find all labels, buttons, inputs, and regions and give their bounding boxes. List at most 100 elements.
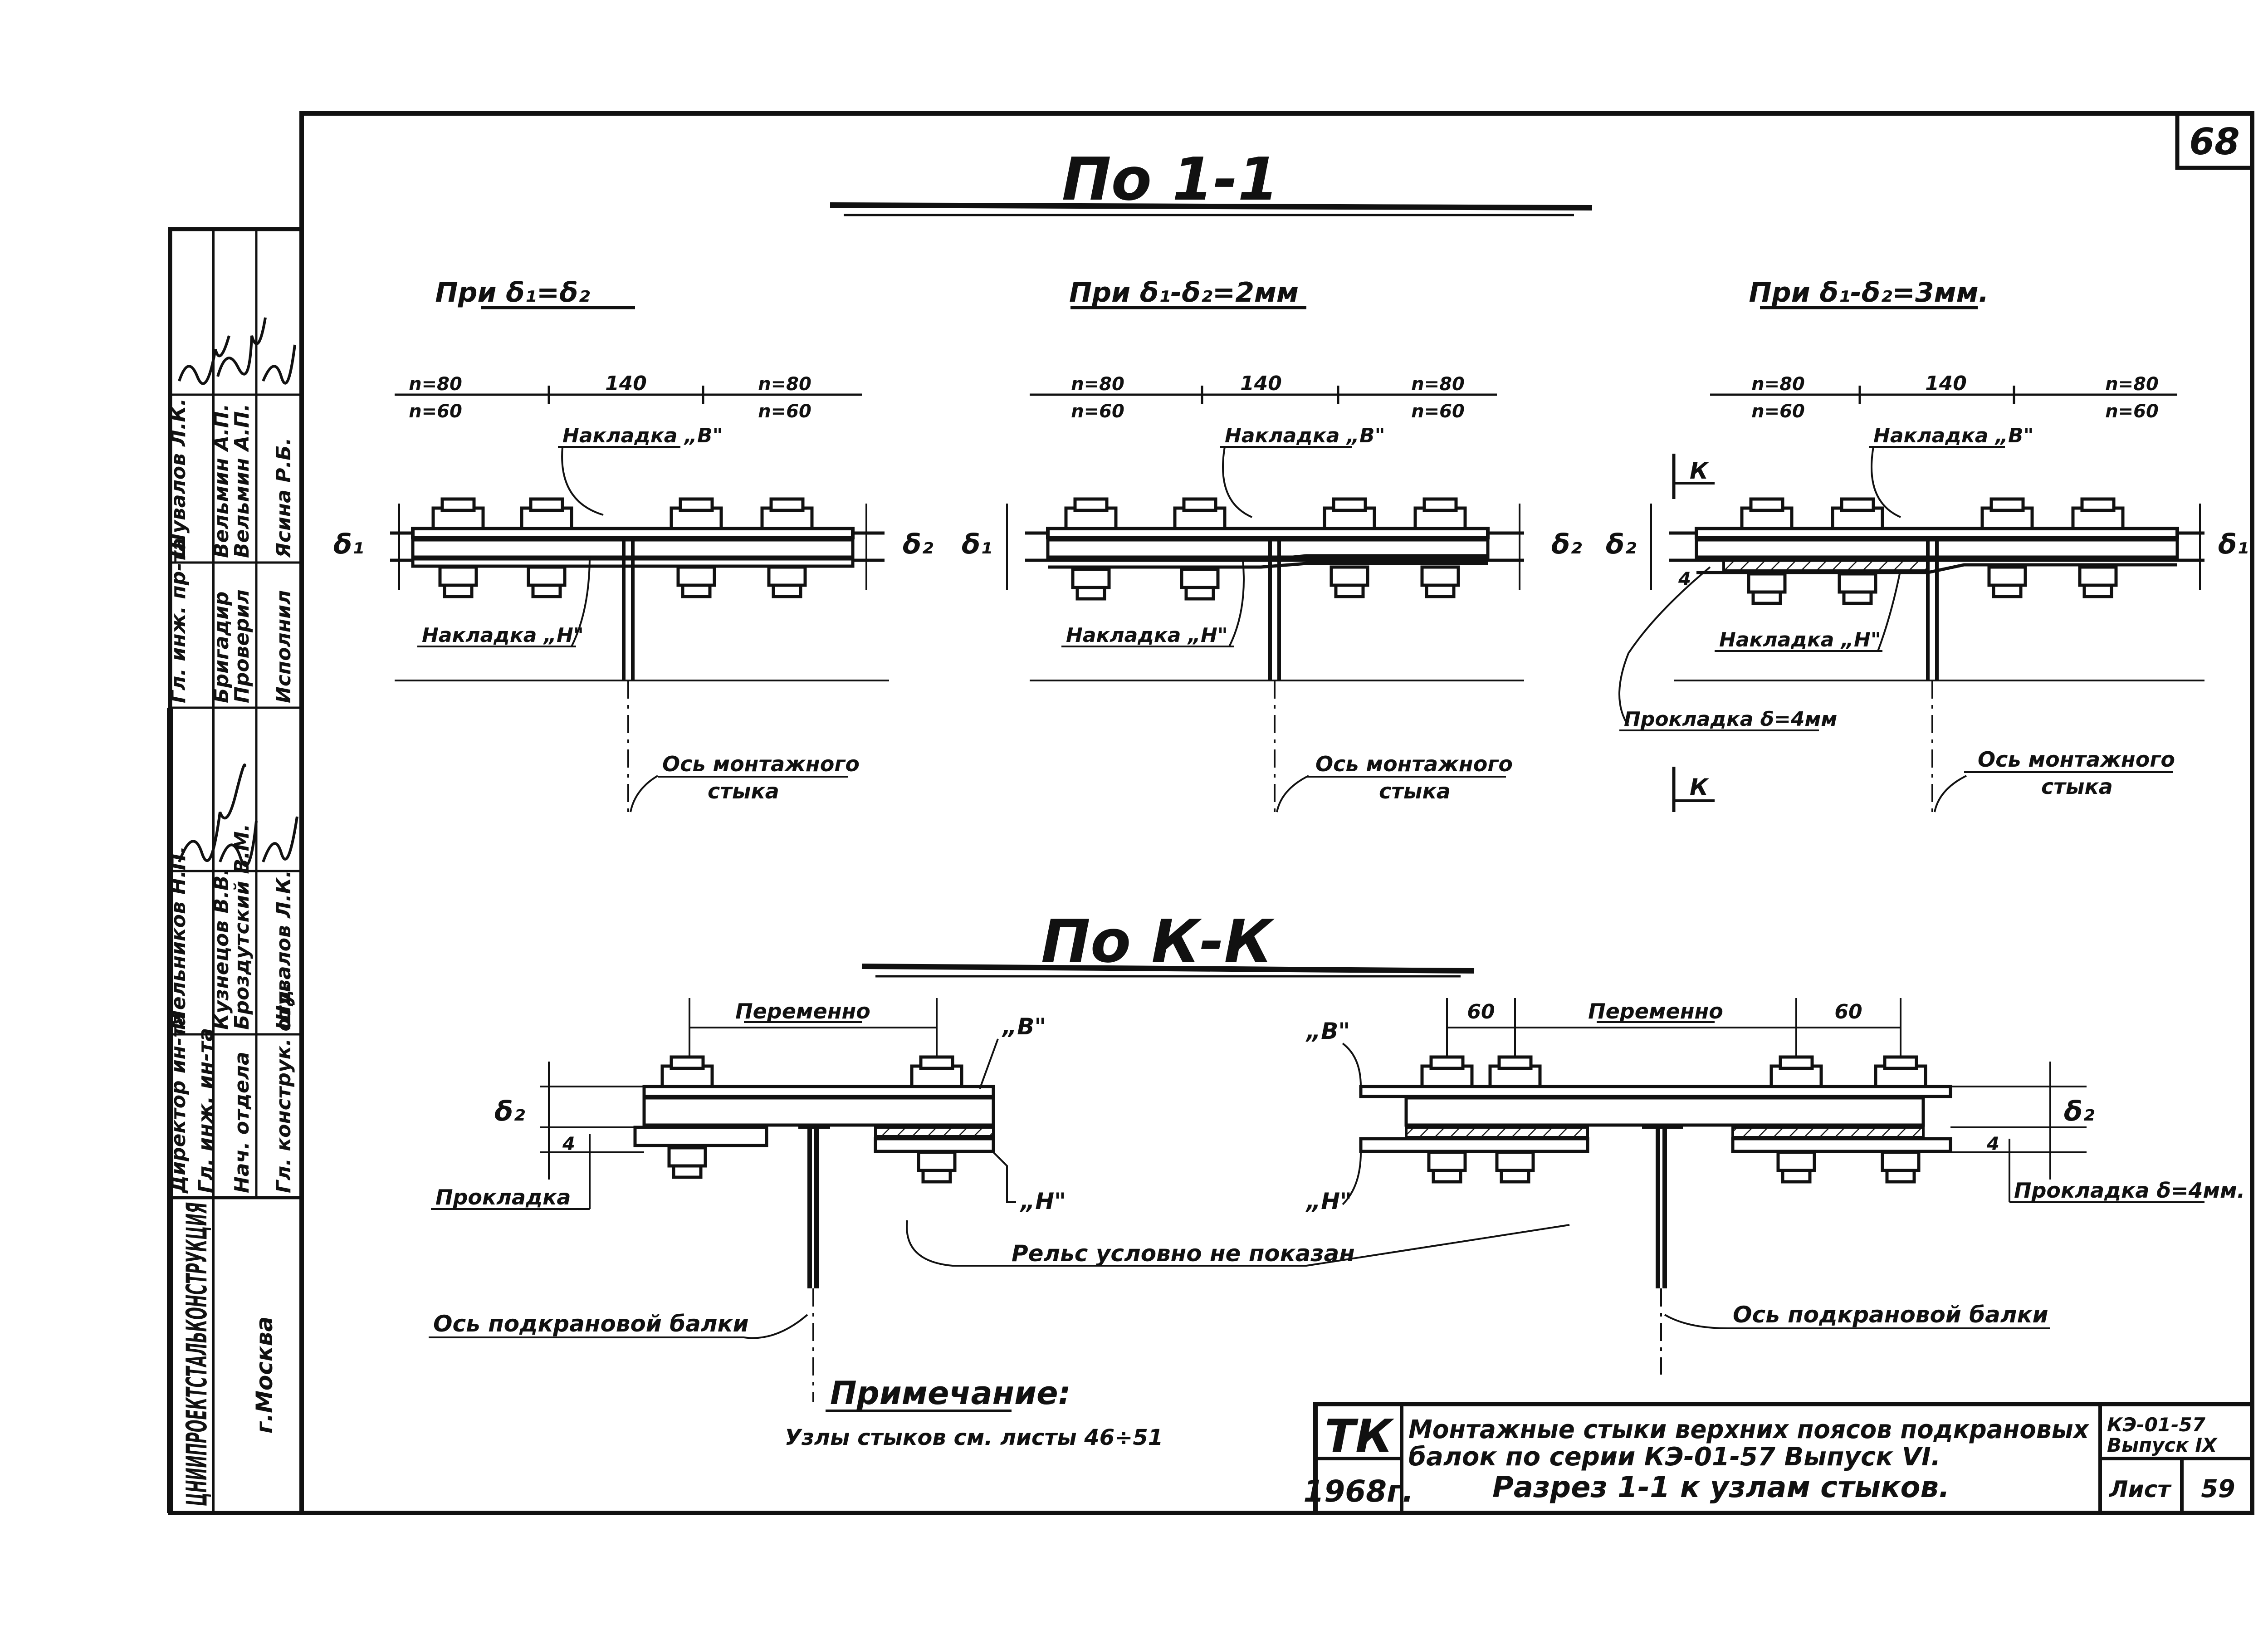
variant-3-dim-rb: n=60 <box>2105 401 2159 422</box>
variant-1-dim-mid: 140 <box>605 372 647 395</box>
note-heading: Примечание: <box>830 1375 1071 1412</box>
variant-2-dim-rb: n=60 <box>1411 401 1465 422</box>
variant-2-dim-rt: n=80 <box>1411 374 1465 395</box>
title-block-series: КЭ-01-57 <box>2107 1414 2206 1436</box>
variant-3-thk-right: δ₁ <box>2218 529 2249 560</box>
variant-1-thk-right: δ₂ <box>903 529 934 560</box>
note-text: Узлы стыков см. листы 46÷51 <box>785 1425 1163 1450</box>
kk-left-label-bottom: „Н" <box>1020 1188 1066 1214</box>
stamp-name2-4: Ясина Р.Б. <box>272 438 295 558</box>
stamp-role2-2: Бригадир <box>210 592 233 703</box>
rail-note: Рельс условно не показан <box>1012 1240 1355 1267</box>
kk-right: 60 Переменно 60 <box>1305 998 2245 1375</box>
variant-2-thk-right: δ₂ <box>1551 529 1582 560</box>
variant-3-axis-l1: Ось монтажного <box>1978 747 2175 772</box>
stamp-name-2: Кузнецов В.В. <box>210 868 233 1030</box>
note: Примечание: Узлы стыков см. листы 46÷51 <box>785 1375 1163 1450</box>
variant-3-dim-mid: 140 <box>1925 372 1967 395</box>
kk-left-axis: Ось подкрановой балки <box>433 1311 748 1337</box>
kk-right-dim-left: 60 <box>1467 1000 1495 1023</box>
kk-left-shim-label: Прокладка <box>435 1185 571 1209</box>
variant-3-axis-l2: стыка <box>2041 774 2113 799</box>
variant-1-label-bottom: Накладка „Н" <box>422 624 584 647</box>
kk-right-bolts <box>1420 1055 1927 1184</box>
variant-1-condition: При δ₁=δ₂ <box>435 277 590 308</box>
variant-2-condition: При δ₁-δ₂=2мм <box>1069 277 1299 308</box>
variant-2-bolts <box>1064 497 1467 601</box>
title-line-1: Монтажные стыки верхних поясов подкранов… <box>1408 1415 2090 1444</box>
stamp-role-3: Нач. отдела <box>230 1052 254 1193</box>
stamp-name-1: Мельников Н.П. <box>167 846 190 1030</box>
variant-2-label-top: Накладка „В" <box>1225 424 1385 447</box>
side-stamp: Гл. инж. пр-та Бригадир Проверил Исполни… <box>167 227 304 1515</box>
variant-3-thk-left: δ₂ <box>1606 529 1637 560</box>
variant-3-bolts <box>1740 497 2125 605</box>
variant-3-dim-rt: n=80 <box>2105 374 2159 395</box>
stamp-role2-4: Исполнил <box>272 590 295 703</box>
stamp-name-4: Шувалов Л.К. <box>272 870 295 1030</box>
variant-2-dim-lb: n=60 <box>1071 401 1124 422</box>
variant-2-label-bottom: Накладка „Н" <box>1066 624 1228 647</box>
section-k-k: По К-К Переменно <box>429 907 2245 1402</box>
title-block-issue: Выпуск IX <box>2107 1434 2218 1456</box>
variant-3-condition: При δ₁-δ₂=3мм. <box>1749 277 1989 308</box>
title-block: ТК 1968г. Монтажные стыки верхних поясов… <box>1303 1402 2254 1515</box>
kk-right-dim-right: 60 <box>1834 1000 1862 1023</box>
joint-variant-1: При δ₁=δ₂ n=80 n=60 140 n=80 n=60 <box>333 277 934 817</box>
kk-right-shim-label: Прокладка δ=4мм. <box>2014 1178 2245 1203</box>
stamp-role2-3: Проверил <box>230 589 254 703</box>
section-1-1-title: По 1-1 <box>1062 145 1279 214</box>
stamp-role-2: Гл. инж. ин-та <box>194 1028 217 1193</box>
kk-right-shim-dim: 4 <box>1986 1134 1999 1155</box>
svg-text:68: 68 <box>2189 121 2239 163</box>
variant-3-shim-label: Прокладка δ=4мм <box>1624 708 1837 731</box>
title-line-2: балок по серии КЭ-01-57 Выпуск VI. <box>1408 1442 1941 1472</box>
stamp-city: г.Москва <box>251 1317 278 1434</box>
stamp-institute: ЦНИИПРОЕКТСТАЛЬКОНСТРУКЦИЯ <box>180 1202 213 1506</box>
sheet-number-box: 68 <box>2175 111 2254 170</box>
signatures <box>178 317 298 867</box>
variant-2-axis-l2: стыка <box>1379 779 1451 803</box>
title-block-sheet-value: 59 <box>2201 1474 2235 1503</box>
stamp-name2-3: Вельмин А.П. <box>230 404 254 558</box>
kk-left-dim-span: Переменно <box>735 999 870 1023</box>
variant-1-bolts <box>431 497 814 598</box>
stamp-role-4: Гл. конструк. отд. <box>272 983 295 1193</box>
variant-2-dim-mid: 140 <box>1240 372 1282 395</box>
kk-left: Переменно δ₂ 4 Прокладка <box>429 998 1066 1402</box>
variant-1-dim-lt: n=80 <box>409 374 462 395</box>
variant-2-axis-l1: Ось монтажного <box>1315 752 1513 776</box>
kk-left-bolts <box>660 1055 963 1184</box>
variant-1-dim-lb: n=60 <box>409 401 462 422</box>
kk-left-label-top: „В" <box>1002 1013 1046 1040</box>
title-block-year: 1968г. <box>1303 1474 1413 1509</box>
title-block-org: ТК <box>1325 1410 1394 1463</box>
variant-1-dim-rb: n=60 <box>758 401 811 422</box>
variant-2-thk-left: δ₁ <box>962 529 992 560</box>
kk-right-thk: δ₂ <box>2064 1096 2095 1127</box>
kk-left-thk: δ₂ <box>494 1096 525 1127</box>
joint-variant-2: При δ₁-δ₂=2мм n=80 n=60 140 n=80 n=60 <box>962 277 1582 817</box>
stamp-role-1: Директор ин-та <box>167 1013 190 1194</box>
cut-mark-k: К К <box>1672 454 1715 812</box>
kk-right-label-top: „В" <box>1305 1018 1350 1044</box>
section-k-k-title: По К-К <box>1041 907 1275 976</box>
variant-3-dim-lt: n=80 <box>1751 374 1805 395</box>
variant-3-label-bottom: Накладка „Н" <box>1719 628 1881 651</box>
stamp-name2-2: Вельмин А.П. <box>210 404 233 558</box>
title-line-3: Разрез 1-1 к узлам стыков. <box>1492 1471 1950 1504</box>
stamp-name2-1: Шувалов Л.К. <box>167 398 190 558</box>
joint-variant-3: При δ₁-δ₂=3мм. n=80 n=60 140 n=80 n=60 <box>1606 277 2249 817</box>
stamp-role2-1: Гл. инж. пр-та <box>167 538 190 703</box>
svg-text:К: К <box>1690 774 1709 800</box>
variant-1-thk-left: δ₁ <box>333 529 364 560</box>
kk-right-label-bottom: „Н" <box>1305 1188 1352 1214</box>
variant-1-dim-rt: n=80 <box>758 374 811 395</box>
variant-1-axis-l2: стыка <box>708 779 779 803</box>
section-1-1: По 1-1 При δ₁=δ₂ n=80 n=60 140 n=80 n=60 <box>333 145 2249 817</box>
variant-1-label-top: Накладка „В" <box>562 424 723 447</box>
svg-text:К: К <box>1690 458 1709 484</box>
kk-right-dim-span: Переменно <box>1588 999 1723 1023</box>
variant-3-label-top: Накладка „В" <box>1873 424 2034 447</box>
